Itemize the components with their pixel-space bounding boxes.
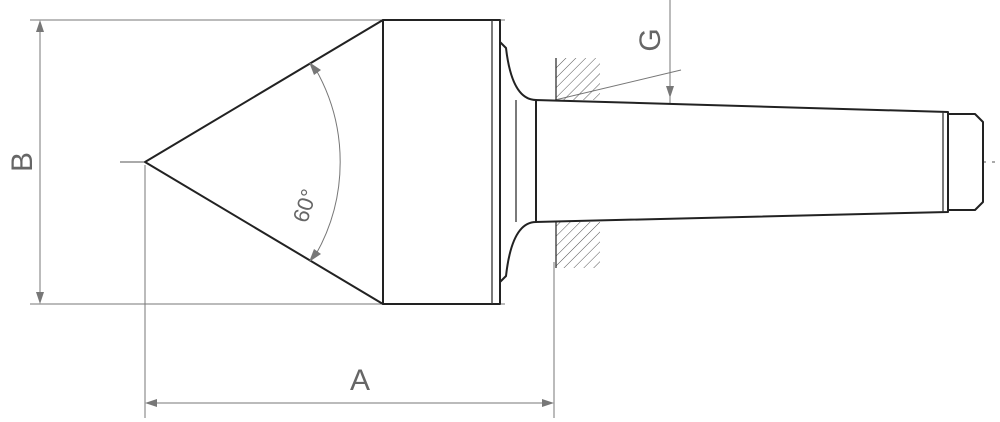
dimension-b [36,20,44,304]
conical-point [144,19,384,305]
shank-tang [947,113,984,211]
dimension-b-label: B [6,152,39,172]
dimension-g-label: G [634,28,667,51]
spindle-section-bottom [555,222,600,268]
dimension-a [145,399,554,407]
bearing-housing [382,19,501,305]
dimension-a-label: A [350,364,370,397]
neck-fillet [497,39,537,285]
angle-indicator [309,62,341,262]
spindle-section-top [555,58,600,100]
taper-shank [534,99,949,223]
